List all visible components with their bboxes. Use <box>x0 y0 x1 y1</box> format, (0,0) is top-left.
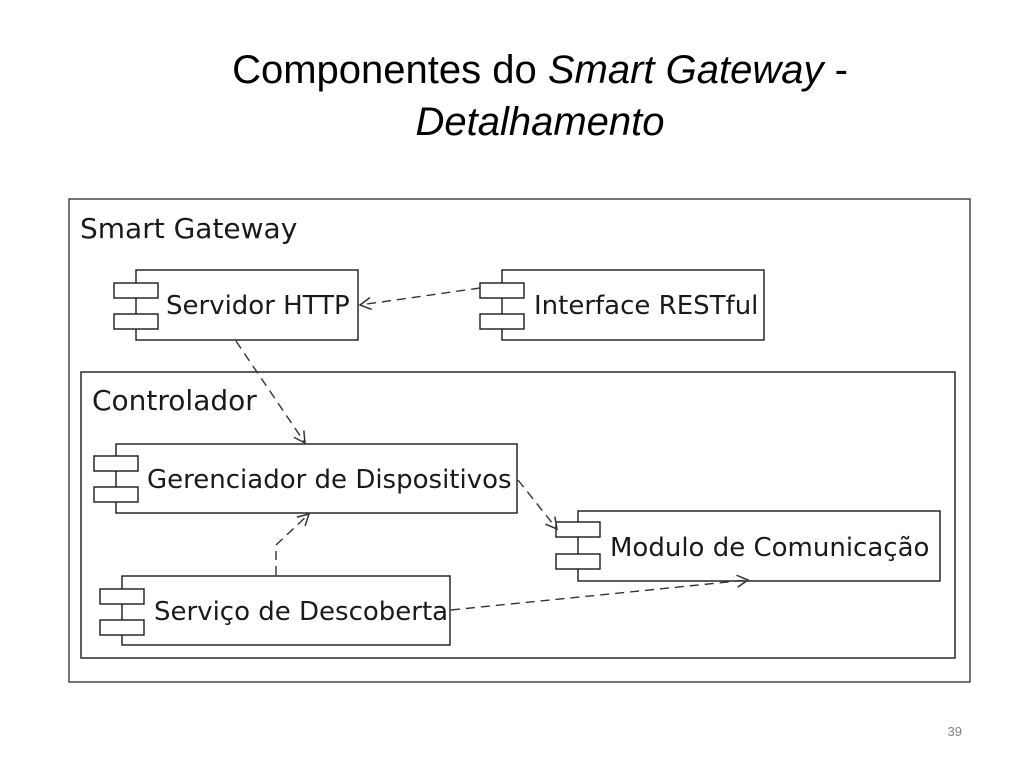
component-box <box>115 443 518 514</box>
component-box <box>577 510 941 582</box>
component-icon-tab-top <box>99 588 145 605</box>
component-label: Serviço de Descoberta <box>154 597 448 627</box>
title-line-1: Componentes do Smart Gateway - <box>0 44 1024 96</box>
component-servidor-http[interactable]: Servidor HTTP <box>113 269 359 341</box>
title-line-2: Detalhamento <box>415 100 665 144</box>
title-emphasis: Smart Gateway <box>547 48 824 92</box>
page-number: 39 <box>947 724 962 739</box>
component-icon-tab-bottom <box>99 619 145 636</box>
title-suffix: - <box>823 48 848 92</box>
component-icon-tab-top <box>555 521 601 538</box>
smart-gateway-label: Smart Gateway <box>80 212 297 245</box>
dependency-servico-to-modulo <box>450 574 750 611</box>
component-icon-tab-top <box>479 282 525 299</box>
component-label: Interface RESTful <box>534 291 758 321</box>
slide-title: Componentes do Smart Gateway - Detalhame… <box>0 44 1024 148</box>
component-modulo-de-comunicacao[interactable]: Modulo de Comunicação <box>555 510 941 582</box>
component-interface-restful[interactable]: Interface RESTful <box>479 269 765 341</box>
component-icon-tab-top <box>113 282 159 299</box>
component-icon-tab-top <box>93 455 139 472</box>
controlador-label: Controlador <box>92 384 257 417</box>
component-label: Servidor HTTP <box>166 291 350 321</box>
component-label: Gerenciador de Dispositivos <box>147 465 512 495</box>
dependency-restful-to-http <box>358 287 481 311</box>
component-box <box>501 269 765 341</box>
dependency-gerenciador-to-modulo <box>517 479 558 531</box>
component-box <box>135 269 359 341</box>
component-label: Modulo de Comunicação <box>610 533 929 563</box>
dependency-http-to-gerenciador <box>235 340 306 445</box>
component-icon-tab-bottom <box>93 486 139 503</box>
component-box <box>121 575 451 646</box>
dependency-servico-to-gerenciador <box>275 512 311 575</box>
component-icon-tab-bottom <box>555 553 601 570</box>
component-icon-tab-bottom <box>113 313 159 330</box>
component-gerenciador-de-dispositivos[interactable]: Gerenciador de Dispositivos <box>93 443 518 514</box>
component-servico-de-descoberta[interactable]: Serviço de Descoberta <box>99 575 451 646</box>
title-prefix: Componentes do <box>232 48 548 92</box>
component-icon-tab-bottom <box>479 313 525 330</box>
